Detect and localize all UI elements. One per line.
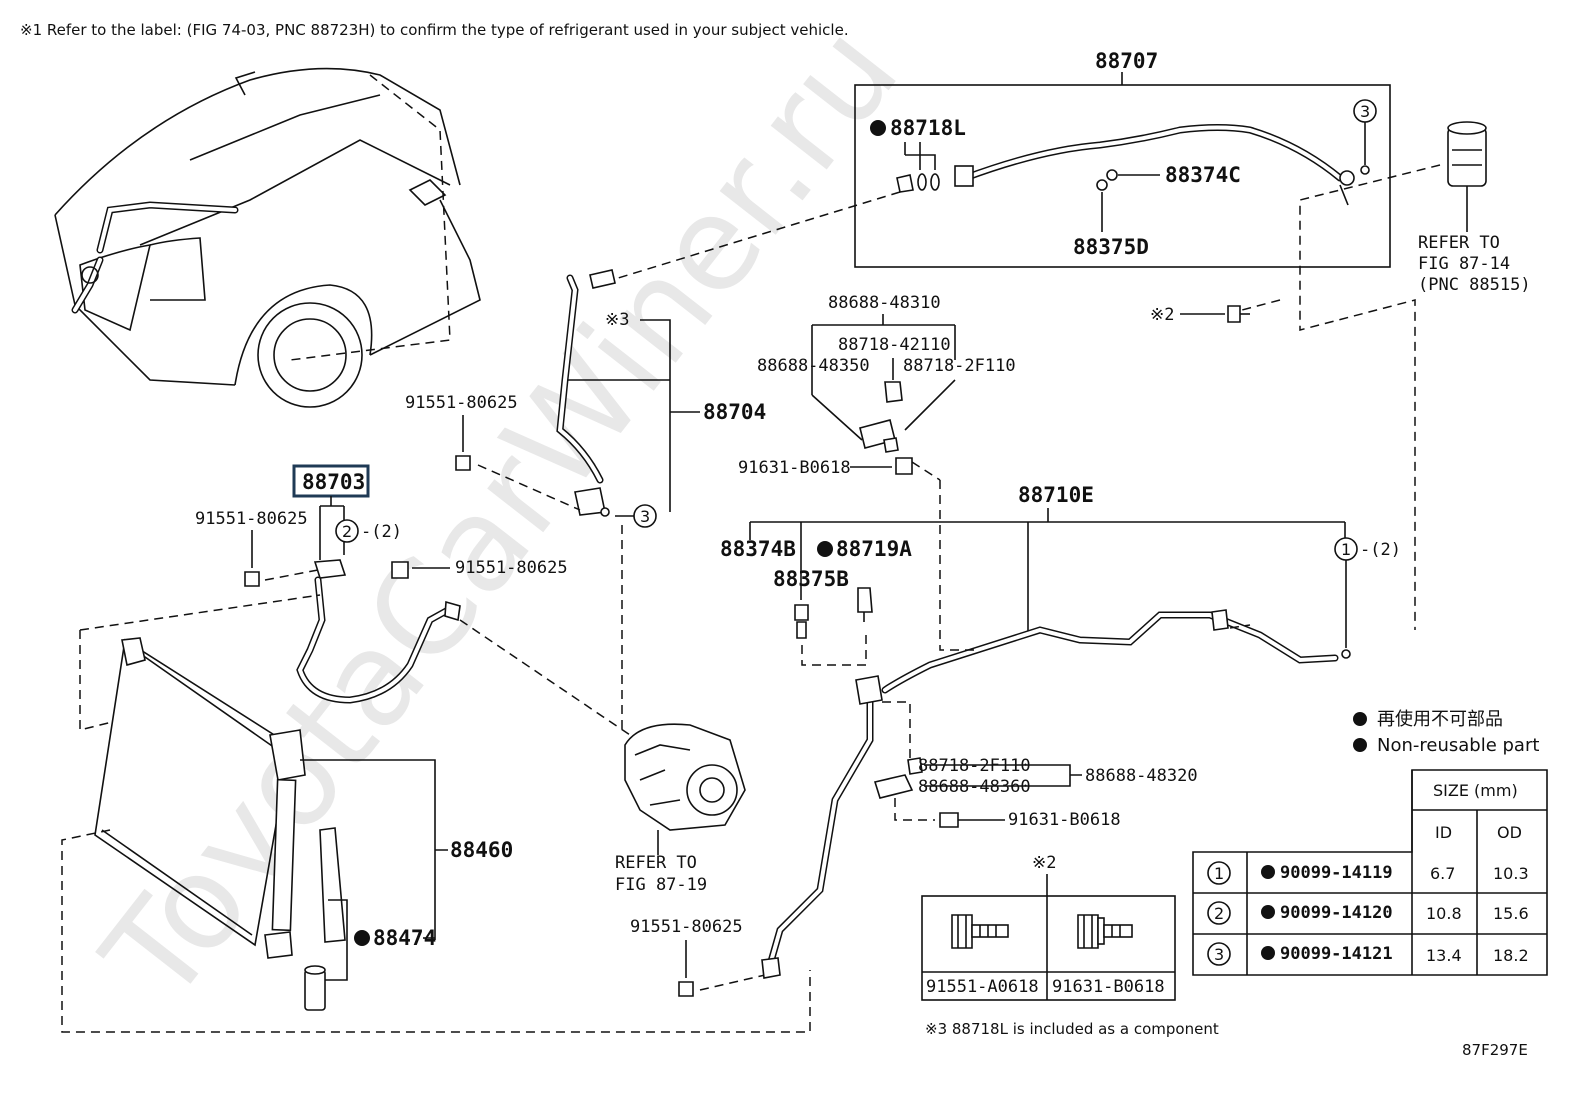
legend-japanese: 再使用不可部品 [1377, 709, 1503, 730]
circle-3: 3 [640, 507, 650, 526]
part-88374B-label[interactable]: 88374B [720, 537, 796, 561]
non-reusable-dot-icon [1261, 865, 1275, 879]
compressor-assembly [624, 723, 746, 831]
part-88374C-label[interactable]: 88374C [1165, 163, 1241, 187]
flange-bolt-icon [951, 914, 1009, 949]
bolt-box [921, 895, 1176, 1001]
part-88460-label[interactable]: 88460 [450, 838, 513, 862]
part-88688-48350-label[interactable]: 88688-48350 [757, 356, 870, 376]
refer-fig-87-14-line3[interactable]: (PNC 88515) [1418, 275, 1531, 295]
row-od: 10.3 [1493, 864, 1529, 883]
part-91551-80625-d-label[interactable]: 91551-80625 [630, 917, 743, 937]
row-part[interactable]: 90099-14119 [1280, 863, 1393, 883]
size-table [1192, 769, 1548, 976]
part-88707-label[interactable]: 88707 [1095, 49, 1158, 73]
non-reusable-dot-icon [354, 930, 370, 946]
size-table-header: SIZE (mm) [1433, 781, 1518, 800]
condenser-assembly [94, 637, 346, 1011]
star3-label: ※3 [605, 310, 629, 330]
part-88719A-label[interactable]: 88719A [836, 537, 912, 561]
refer-fig-87-19-line2[interactable]: FIG 87-19 [615, 875, 707, 895]
part-88704-label[interactable]: 88704 [703, 400, 766, 424]
row-id: 13.4 [1426, 946, 1462, 965]
circle-1-suffix: -(2) [1360, 540, 1401, 560]
header-note: ※1 Refer to the label: (FIG 74-03, PNC 8… [20, 21, 849, 39]
refer-fig-87-19-line1[interactable]: REFER TO [615, 853, 697, 873]
size-table-col-od: OD [1497, 823, 1522, 842]
part-88718-42110-label[interactable]: 88718-42110 [838, 335, 951, 355]
circle-2-suffix: -(2) [361, 522, 402, 542]
non-reusable-dot-icon [1261, 905, 1275, 919]
part-88703-label[interactable]: 88703 [302, 470, 365, 494]
circle-2: 2 [342, 522, 352, 541]
star2-bolt-label: ※2 [1150, 305, 1174, 325]
row-id: 10.8 [1426, 904, 1462, 923]
table-row: 1 90099-14119 6.7 10.3 [1207, 861, 1529, 885]
row-od: 18.2 [1493, 946, 1529, 965]
part-91551-80625-b-label[interactable]: 91551-80625 [195, 509, 308, 529]
part-88718-2F110-top-label[interactable]: 88718-2F110 [903, 356, 1016, 376]
non-reusable-dot-icon [1353, 738, 1367, 752]
bolt-box-left-label[interactable]: 91551-A0618 [926, 977, 1039, 997]
part-88688-48360-label[interactable]: 88688-48360 [918, 777, 1031, 797]
row-num: 3 [1214, 945, 1224, 964]
refer-fig-87-14-line2[interactable]: FIG 87-14 [1418, 254, 1510, 274]
part-88688-48310-label[interactable]: 88688-48310 [828, 293, 941, 313]
bolt-box-title: ※2 [1032, 853, 1056, 873]
part-88718-2F110-low-label[interactable]: 88718-2F110 [918, 756, 1031, 776]
table-row: 2 90099-14120 10.8 15.6 [1207, 901, 1529, 925]
part-91551-80625-a-label[interactable]: 91551-80625 [405, 393, 518, 413]
footnote: ※3 88718L is included as a component [925, 1020, 1219, 1038]
bolt-box-right-label[interactable]: 91631-B0618 [1052, 977, 1165, 997]
non-reusable-dot-icon [817, 541, 833, 557]
legend-english: Non-reusable part [1377, 735, 1539, 756]
row-num: 1 [1214, 864, 1224, 883]
row-id: 6.7 [1430, 864, 1455, 883]
part-88688-48320-label[interactable]: 88688-48320 [1085, 766, 1198, 786]
circle-3-top: 3 [1360, 102, 1370, 121]
part-88710E-label[interactable]: 88710E [1018, 483, 1094, 507]
row-part[interactable]: 90099-14121 [1280, 944, 1393, 964]
part-88375D-label[interactable]: 88375D [1073, 235, 1149, 259]
vehicle-sketch [54, 67, 481, 408]
non-reusable-dot-icon [1261, 946, 1275, 960]
table-row: 3 90099-14121 13.4 18.2 [1207, 942, 1529, 966]
part-91631-B0618-top-label[interactable]: 91631-B0618 [738, 458, 851, 478]
part-91631-B0618-low-label[interactable]: 91631-B0618 [1008, 810, 1121, 830]
part-88375B-label[interactable]: 88375B [773, 567, 849, 591]
part-88703-highlight-box[interactable] [292, 464, 370, 498]
part-88718L-label[interactable]: 88718L [890, 116, 966, 140]
non-reusable-dot-icon [870, 120, 886, 136]
washer-bolt-icon [1077, 914, 1133, 949]
receiver-part-icon [1447, 121, 1487, 232]
part-91551-80625-c-label[interactable]: 91551-80625 [455, 558, 568, 578]
row-num: 2 [1214, 904, 1224, 923]
row-od: 15.6 [1493, 904, 1529, 923]
circle-1: 1 [1341, 540, 1351, 559]
non-reusable-dot-icon [1353, 712, 1367, 726]
row-part[interactable]: 90099-14120 [1280, 903, 1393, 923]
refer-fig-87-14-line1[interactable]: REFER TO [1418, 233, 1500, 253]
figure-code: 87F297E [1462, 1041, 1528, 1059]
size-table-col-id: ID [1435, 823, 1452, 842]
